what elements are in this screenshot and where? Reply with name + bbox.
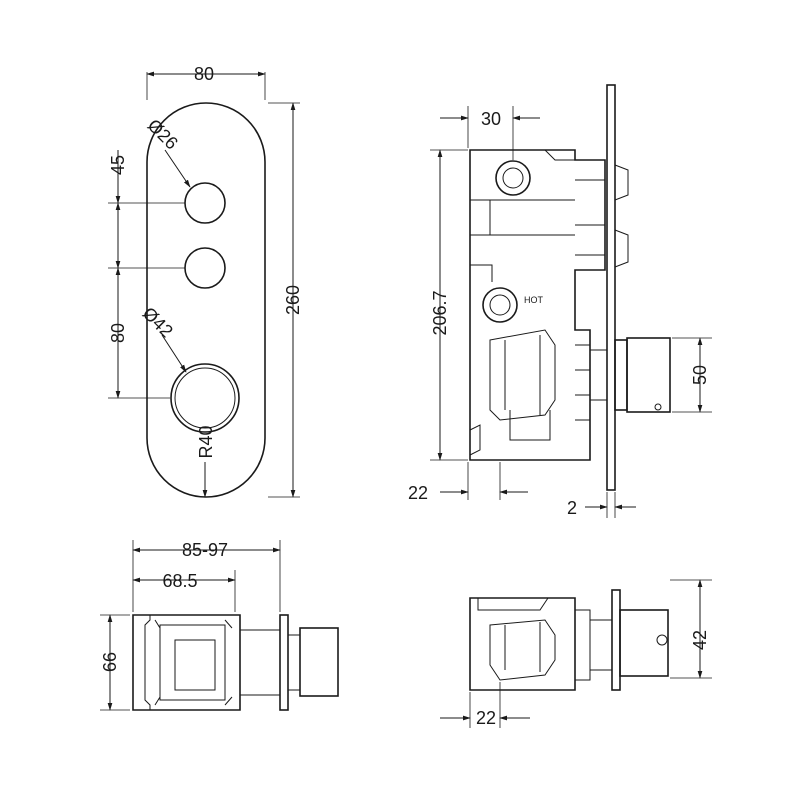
dim-outlet-offset: 30 <box>481 109 501 129</box>
dim-handle-height: 50 <box>690 365 710 385</box>
dim-offset-bottom-right: 22 <box>476 708 496 728</box>
bottom-left-view: 85-97 68.5 66 <box>100 540 339 711</box>
plate-top <box>279 614 289 711</box>
outlet-top <box>495 160 531 196</box>
wall-plate <box>606 84 616 491</box>
valve-body <box>469 149 606 461</box>
dim-spacing-top: 45 <box>108 155 128 175</box>
dim-depth-min: 22 <box>408 483 428 503</box>
dim-body-height: 206.7 <box>430 290 450 335</box>
plate-bottom-right <box>611 589 621 691</box>
dim-large-diameter: Ø42 <box>139 303 177 341</box>
handle-bottom-right <box>619 609 669 677</box>
front-view: 80 Ø26 45 80 Ø42 R40 260 <box>108 64 303 498</box>
dim-width: 80 <box>194 64 214 84</box>
small-button-top <box>184 182 226 224</box>
dim-height: 260 <box>283 285 303 315</box>
dim-height-bottom-left: 66 <box>100 652 120 672</box>
hot-inlet <box>482 287 518 323</box>
dim-plate: 2 <box>567 498 577 518</box>
dim-spacing-bottom: 80 <box>108 323 128 343</box>
body-bottom-right <box>469 597 576 691</box>
dim-depth-range: 85-97 <box>182 540 228 560</box>
dim-height-bottom-right: 42 <box>690 630 710 650</box>
bottom-right-view: 22 42 <box>440 579 712 728</box>
large-knob <box>170 363 240 433</box>
handle-top <box>299 627 339 697</box>
side-view: HOT 30 206.7 50 22 <box>408 84 712 518</box>
small-button-bottom <box>184 247 226 289</box>
handle <box>626 337 671 413</box>
body-top <box>132 614 241 711</box>
hot-label: HOT <box>524 295 544 305</box>
large-knob-inner <box>174 367 236 429</box>
dim-depth: 68.5 <box>162 571 197 591</box>
dim-radius: R40 <box>196 425 216 458</box>
